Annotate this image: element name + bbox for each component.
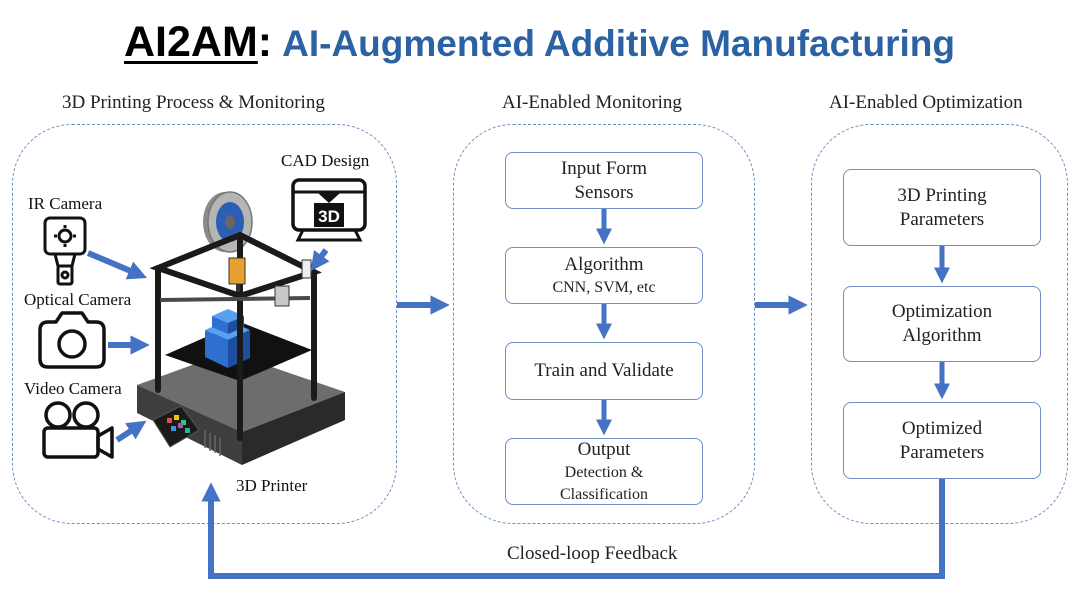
feedback-arrow — [201, 479, 945, 579]
cad-design-icon: 3D — [291, 178, 367, 242]
title-colon: : — [257, 18, 273, 66]
ir-camera-label: IR Camera — [28, 194, 103, 213]
printer-label: 3D Printer — [236, 476, 308, 495]
sensor-arrows — [86, 248, 330, 443]
box-printing-parameters: 3D Printing Parameters — [843, 169, 1041, 246]
panel-process — [12, 124, 397, 524]
box-input-form-sensors: Input Form Sensors — [505, 152, 703, 209]
title-subtitle: AI-Augmented Additive Manufacturing — [282, 23, 955, 64]
box-optimized-parameters: Optimized Parameters — [843, 402, 1041, 479]
cad-design-label: CAD Design — [281, 151, 370, 170]
optical-camera-icon — [38, 311, 106, 369]
panel-monitoring — [453, 124, 755, 524]
box-output: Output Detection & Classification — [505, 438, 703, 505]
box-algorithm: Algorithm CNN, SVM, etc — [505, 247, 703, 304]
panel-label-process: 3D Printing Process & Monitoring — [62, 92, 325, 113]
cad-icon-text: 3D — [318, 207, 340, 226]
optical-camera-label: Optical Camera — [24, 290, 132, 309]
page-title: AI2AM:AI-Augmented Additive Manufacturin… — [0, 18, 1079, 67]
printer-illustration — [137, 191, 345, 465]
title-main: AI2AM — [124, 18, 258, 66]
box-train-validate: Train and Validate — [505, 342, 703, 400]
video-camera-icon — [42, 401, 114, 459]
box-optimization-algorithm: Optimization Algorithm — [843, 286, 1041, 362]
ir-camera-icon — [43, 216, 87, 286]
panel-label-optimization: AI-Enabled Optimization — [829, 92, 1023, 113]
printer-screen-icon — [152, 405, 200, 448]
feedback-label: Closed-loop Feedback — [507, 543, 678, 564]
printed-object — [205, 309, 250, 368]
video-camera-label: Video Camera — [24, 379, 122, 398]
panel-label-monitoring: AI-Enabled Monitoring — [502, 92, 682, 113]
